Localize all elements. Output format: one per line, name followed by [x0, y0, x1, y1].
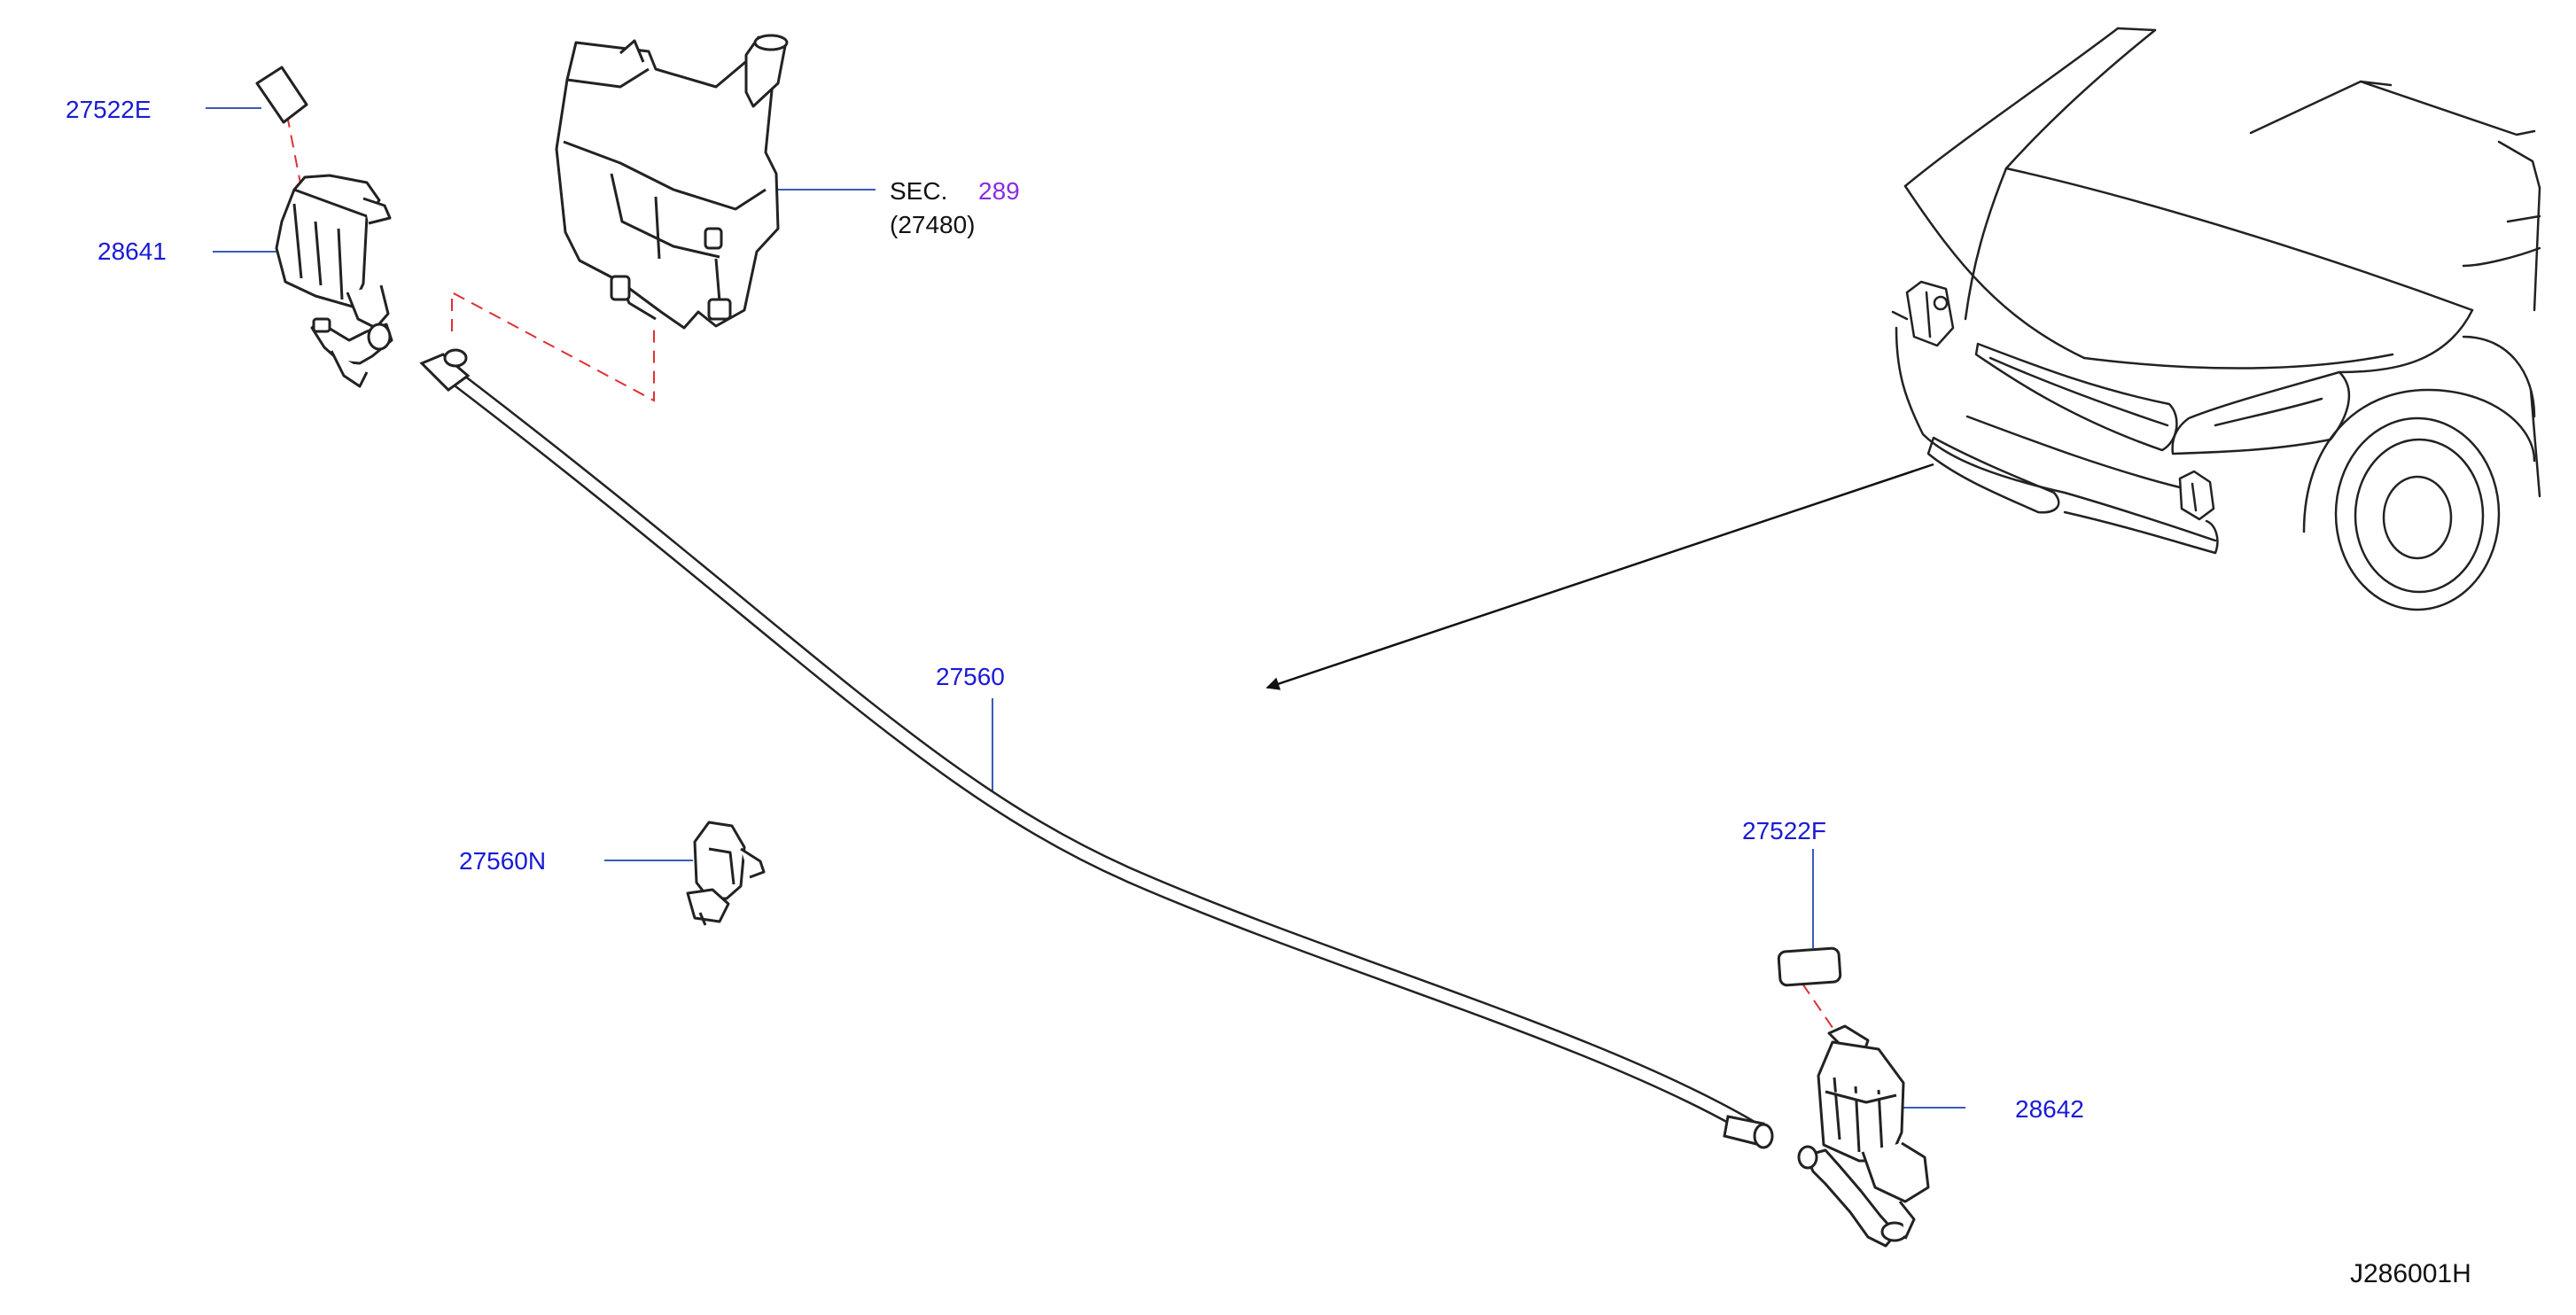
car-washer-unit-right	[2178, 470, 2215, 521]
direction-arrow	[1265, 463, 1934, 690]
car-washer-unit-left	[1891, 280, 1955, 347]
washer-pump-28642	[1797, 1024, 1930, 1248]
label-27522F: 27522F	[1742, 817, 1826, 844]
label-28641: 28641	[97, 237, 167, 265]
hose-end-fitting-left	[419, 348, 471, 392]
seal-27522F	[1777, 946, 1842, 987]
hose-end-fitting-right	[1723, 1115, 1774, 1149]
label-sec-sub: (27480)	[890, 211, 976, 238]
dashed-guides	[286, 114, 1840, 1038]
label-27560N: 27560N	[459, 847, 547, 875]
label-27522E: 27522E	[66, 96, 152, 123]
label-sec-prefix: SEC.	[890, 177, 948, 205]
vehicle-illustration	[1891, 27, 2541, 611]
label-28642: 28642	[2015, 1095, 2084, 1123]
washer-hose-27560	[419, 348, 1774, 1149]
leader-lines	[206, 107, 1965, 1109]
front-wheel	[2334, 416, 2501, 611]
seal-27522E	[255, 66, 308, 124]
label-sec-number: 289	[978, 177, 1020, 205]
washer-pump-28641	[275, 174, 393, 388]
drawing-id: J286001H	[2350, 1259, 2471, 1288]
washer-tank	[555, 34, 789, 330]
label-27560: 27560	[936, 663, 1005, 690]
hose-clip-27560N	[686, 821, 766, 926]
